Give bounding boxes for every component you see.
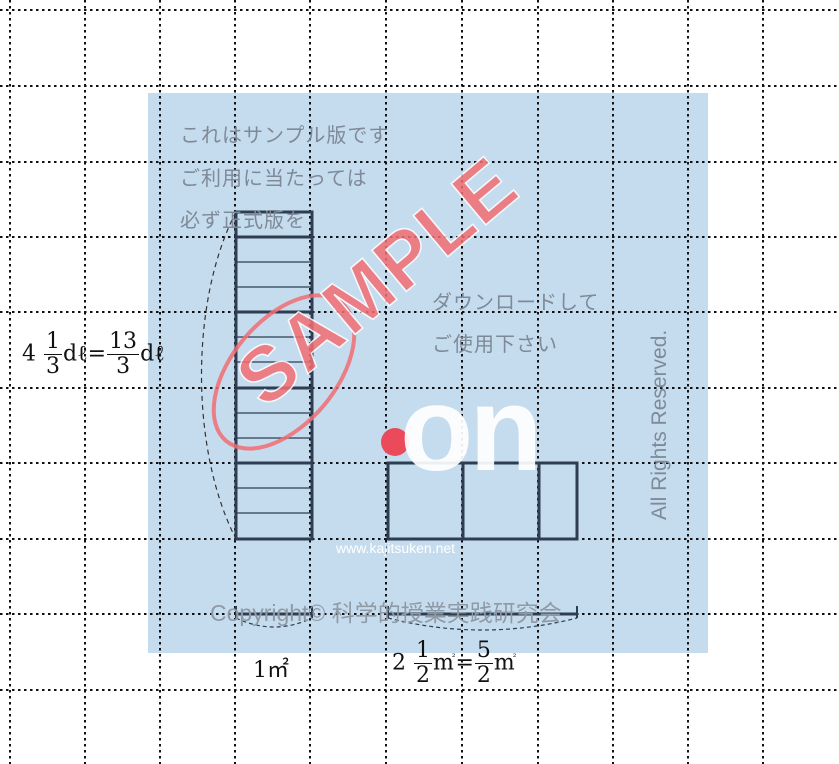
tall-measure-bar — [234, 210, 314, 541]
watermark-line-3: 必ず正式版を — [180, 210, 306, 232]
square-mark: ² — [451, 652, 456, 663]
watermark-rights: All Rights Reserved. — [648, 329, 671, 520]
watermark-line-1: これはサンプル版です — [180, 125, 390, 147]
fraction-numerator: 1 — [414, 638, 432, 664]
unit-m2: m — [493, 650, 515, 676]
height-brace — [200, 211, 237, 540]
fraction-numerator: 13 — [107, 329, 140, 355]
fraction-numerator: 1 — [44, 329, 62, 355]
fraction-denominator: 2 — [416, 663, 430, 688]
whole-number: 2 — [392, 650, 406, 676]
fraction-denominator: 2 — [476, 663, 491, 688]
wide-measure-bar — [386, 461, 579, 541]
brand-text: on — [400, 362, 539, 496]
unit-dl: dℓ — [140, 341, 165, 367]
equals-sign: = — [87, 341, 107, 367]
unit-area-label: 1㎡ — [253, 658, 289, 683]
unit-m2: m — [433, 650, 454, 676]
watermark-line-5: ご使用下さい — [432, 334, 558, 356]
fraction-denominator: 3 — [116, 354, 131, 379]
brand-watermark: on — [381, 362, 543, 496]
watermark-copyright: Copyright© 科学的授業実践研究会 — [210, 600, 562, 626]
fraction-denominator: 3 — [46, 354, 60, 379]
unit-dl: dℓ — [63, 341, 88, 367]
watermark-panel — [148, 93, 708, 653]
watermark-line-4: ダウンロードして — [432, 292, 600, 314]
watermark-line-2: ご利用に当たっては — [180, 168, 368, 190]
square-mark: ² — [512, 652, 517, 663]
fraction-numerator: 5 — [474, 638, 493, 664]
unit-bracket — [235, 606, 313, 628]
equals-sign: = — [455, 650, 474, 676]
watermark-url: www.kajitsuken.net — [336, 540, 456, 556]
brand-dot — [381, 428, 409, 456]
whole-number: 4 — [22, 341, 36, 367]
wide-bracket — [387, 606, 578, 631]
